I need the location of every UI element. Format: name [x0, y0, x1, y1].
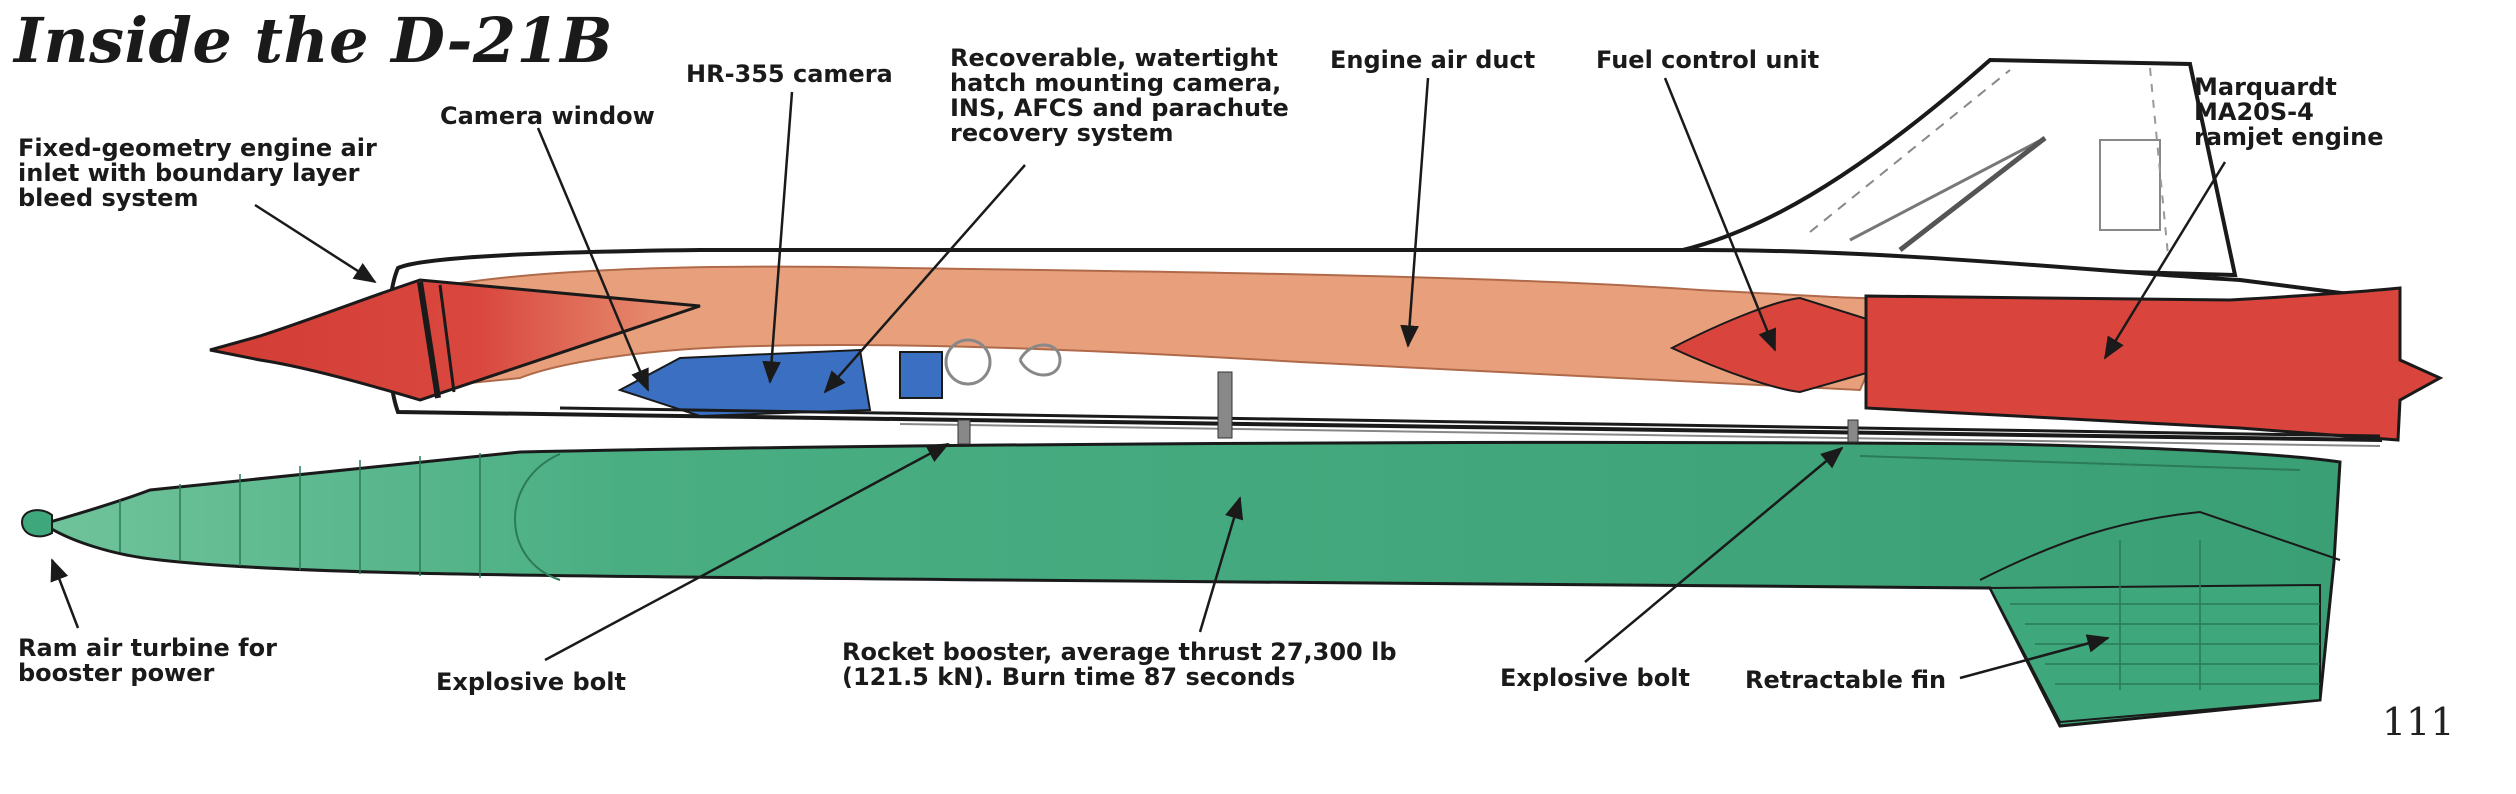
- camera-box: [899, 351, 943, 399]
- label-hr355: HR-355 camera: [686, 60, 893, 88]
- leader-lines: [50, 77, 2227, 680]
- label-camera-window: Camera window: [440, 102, 655, 130]
- arrow-bolt-left: [544, 442, 950, 662]
- ramjet-engine: [1864, 286, 2444, 442]
- label-inlet: Fixed-geometry engine air inlet with bou…: [18, 134, 377, 212]
- camera-bay: [617, 348, 872, 418]
- d21-drone: [209, 57, 2444, 447]
- arrow-bolt-right: [1584, 446, 1844, 663]
- arrow-ramjet: [2103, 161, 2227, 360]
- arrow-hatch: [823, 164, 1026, 394]
- label-bolt-left: Explosive bolt: [436, 668, 626, 696]
- label-ram-turbine: Ram air turbine for booster power: [18, 634, 277, 687]
- arrow-air-duct: [1400, 77, 1430, 348]
- arrow-fuel-control: [1663, 77, 1777, 352]
- booster-nose: [20, 509, 53, 538]
- arrow-hr355: [762, 91, 794, 384]
- diagram-title: Inside the D-21B: [14, 4, 613, 77]
- arrow-ram-turbine: [50, 558, 80, 629]
- page-number: 111: [2382, 700, 2455, 744]
- arrow-camera-window: [536, 127, 650, 392]
- vertical-tail: [1639, 57, 2238, 278]
- booster-body: [48, 440, 2342, 728]
- inlet-spike: [209, 278, 701, 402]
- label-fuel-control: Fuel control unit: [1596, 46, 1820, 74]
- label-booster: Rocket booster, average thrust 27,300 lb…: [842, 638, 1397, 691]
- rocket-booster: [20, 371, 2342, 728]
- label-hatch: Recoverable, watertight hatch mounting c…: [950, 44, 1289, 147]
- arrow-inlet: [254, 203, 377, 284]
- retractable-fin: [1988, 583, 2321, 724]
- label-fin: Retractable fin: [1745, 666, 1947, 694]
- label-bolt-right: Explosive bolt: [1500, 664, 1690, 692]
- label-ramjet: Marquardt MA20S-4 ramjet engine: [2194, 73, 2384, 151]
- label-air-duct: Engine air duct: [1330, 46, 1536, 74]
- arrow-fin: [1959, 634, 2110, 680]
- arrow-booster: [1198, 496, 1244, 633]
